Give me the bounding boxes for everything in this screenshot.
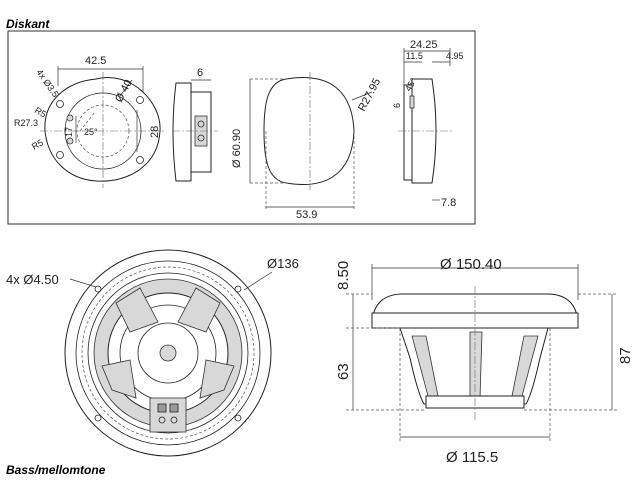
tweeter-frame bbox=[7, 30, 476, 225]
side-dim-6-label: 6 bbox=[197, 67, 203, 79]
dome-radius-label: R27.95 bbox=[356, 76, 383, 113]
depth-total-label: 24.25 bbox=[410, 39, 438, 51]
woofer-front-view bbox=[64, 249, 273, 457]
depth-11-label: 11.5 bbox=[406, 51, 423, 61]
woofer-side-view bbox=[346, 264, 618, 442]
dome-diameter-label: Ø 60.90 bbox=[231, 129, 243, 168]
radius-5-label: R5 bbox=[33, 105, 48, 119]
tweeter-side-view bbox=[172, 79, 218, 182]
radius-27-label: R27.3 bbox=[14, 118, 38, 128]
mount-holes-label: 4x Ø3.5 bbox=[34, 67, 60, 99]
woofer-outer-diameter-label: Ø 150.40 bbox=[440, 256, 502, 273]
tweeter-profile-view bbox=[398, 48, 452, 201]
woofer-mount-depth-label: 63 bbox=[335, 363, 352, 380]
radius-5b-label: R5 bbox=[30, 137, 45, 151]
dim-78-label: 7.8 bbox=[441, 197, 456, 209]
woofer-cutout-diameter-label: Ø 115.5 bbox=[446, 449, 498, 466]
profile-dim-6-label: 6 bbox=[392, 103, 402, 108]
tweeter-panel: Diskant 42.5 4x Ø3.5 Ø 40 R5 R27.3 R5 bbox=[6, 17, 476, 225]
flange-width-label: 42.5 bbox=[85, 55, 106, 67]
dim-28-label: 28 bbox=[149, 126, 161, 138]
woofer-title: Bass/mellomtone bbox=[6, 463, 106, 477]
woofer-total-depth-label: 87 bbox=[617, 347, 634, 364]
dome-width-label: 53.9 bbox=[296, 209, 317, 221]
woofer-flange-height-label: 8.50 bbox=[335, 261, 352, 290]
tweeter-dome-view bbox=[249, 72, 373, 210]
woofer-basket-diameter-label: Ø136 bbox=[267, 256, 299, 271]
woofer-mount-holes-label: 4x Ø4.50 bbox=[6, 272, 59, 287]
tweeter-flange-front-view bbox=[40, 66, 166, 188]
angle-label: 25° bbox=[84, 127, 98, 137]
depth-495-label: 4.95 bbox=[446, 51, 464, 61]
tweeter-title: Diskant bbox=[6, 17, 50, 31]
dim-17-label: 17 bbox=[64, 127, 74, 137]
